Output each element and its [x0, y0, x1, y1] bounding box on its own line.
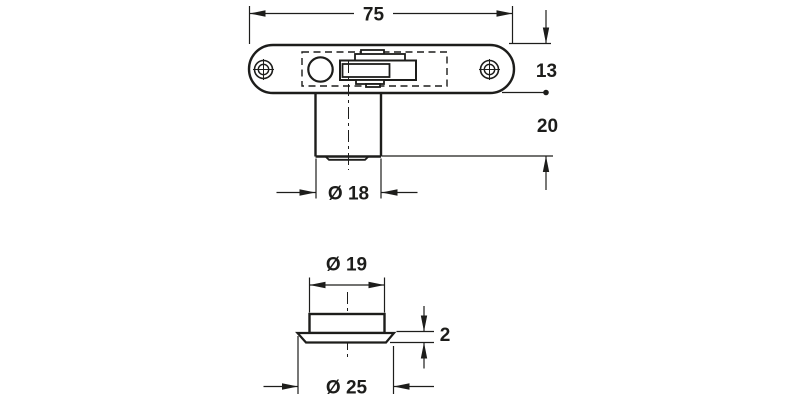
dimension-body-depth: 20	[382, 116, 558, 190]
arrowhead-left	[393, 383, 410, 390]
latch-mechanism	[339, 49, 417, 88]
arrowhead-left	[249, 10, 266, 17]
dimension-label-75: 75	[363, 5, 385, 26]
arrowhead-right	[299, 189, 316, 196]
dimension-dot	[543, 89, 549, 96]
dimension-flange-diameter: Ø 25	[263, 336, 434, 399]
arrowhead-left	[381, 189, 398, 196]
arrowhead-right	[368, 281, 385, 289]
arrowhead-left	[309, 281, 326, 289]
dimension-label-20: 20	[537, 116, 558, 137]
dimension-body-diameter: Ø 18	[276, 158, 418, 205]
cylinder-front-circle	[307, 56, 334, 83]
lock-body-cylinder	[314, 93, 383, 161]
front-view: 75 13 20 Ø 18	[247, 5, 558, 205]
cylinder-bottom-lip	[324, 155, 370, 161]
screw-hole-left	[253, 59, 274, 80]
dimension-plate-width: 75	[248, 5, 514, 44]
arrowhead-right	[282, 383, 298, 390]
arrowhead-up	[542, 156, 550, 172]
screw-hole-right	[479, 59, 500, 80]
arrowhead-down	[420, 315, 428, 332]
dimension-label-d19: Ø 19	[326, 255, 367, 276]
arrowhead-down	[542, 27, 550, 44]
bushing-body	[308, 312, 386, 335]
bushing-flange	[295, 331, 397, 344]
arrowhead-up	[420, 342, 428, 359]
dimension-inner-diameter: Ø 19	[308, 255, 386, 313]
dimension-plate-height: 13	[502, 10, 557, 96]
dimension-label-d25: Ø 25	[326, 378, 368, 399]
dimension-flange-thickness: 2	[390, 306, 450, 369]
bushing-view: Ø 19 2 Ø 25	[263, 255, 450, 399]
dimension-label-2: 2	[440, 325, 451, 346]
dimension-label-13: 13	[536, 61, 557, 82]
arrowhead-right	[496, 10, 513, 17]
dimension-label-d18: Ø 18	[328, 184, 369, 205]
